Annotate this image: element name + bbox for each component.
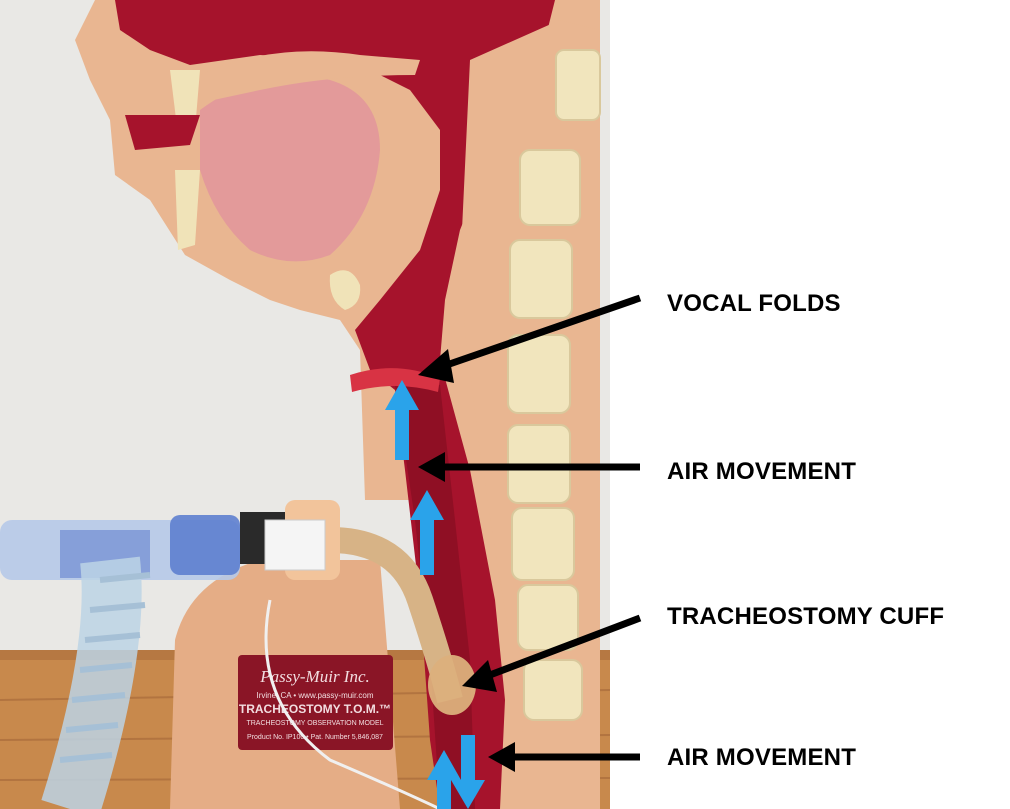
arrow-air-movement-lower [488, 742, 640, 772]
arrow-vocal-folds [418, 298, 640, 383]
arrow-air-movement-upper [418, 452, 640, 482]
arrow-tracheostomy-cuff [462, 618, 640, 692]
label-tracheostomy-cuff: TRACHEOSTOMY CUFF [667, 603, 944, 631]
label-air-movement-upper: AIR MOVEMENT [667, 458, 856, 486]
label-air-movement-lower: AIR MOVEMENT [667, 744, 856, 772]
label-vocal-folds: VOCAL FOLDS [667, 290, 841, 318]
